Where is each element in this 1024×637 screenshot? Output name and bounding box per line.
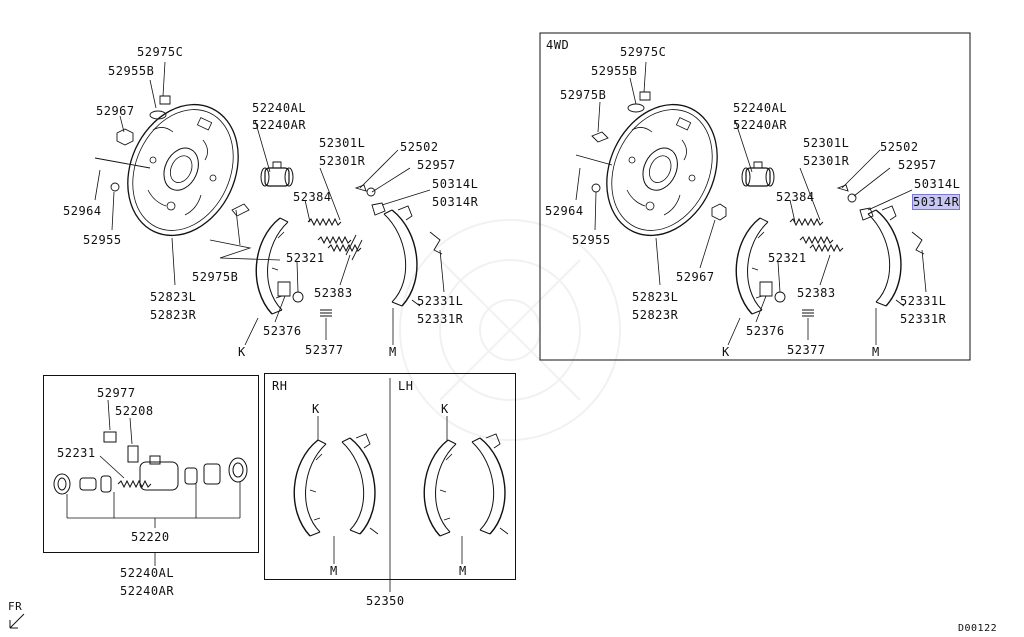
part-label[interactable]: 52823R [150,308,197,322]
part-label[interactable]: 52975C [137,45,184,59]
part-label[interactable]: 52964 [545,204,584,218]
shoe-leader-lines [318,416,462,592]
part-label[interactable]: M [389,345,397,359]
part-label[interactable]: 52823L [150,290,197,304]
part-label[interactable]: K [722,345,730,359]
part-label[interactable]: 52240AL [120,566,175,580]
part-label[interactable]: 52321 [286,251,325,265]
part-label[interactable]: 52350 [366,594,405,608]
part-label[interactable]: 52376 [746,324,785,338]
part-label[interactable]: 52377 [787,343,826,357]
part-label[interactable]: 52240AL [733,101,788,115]
shoe-set-box [264,373,516,580]
part-label[interactable]: 52240AR [252,118,307,132]
cylinder-leader-lines [67,400,240,566]
part-label[interactable]: 52384 [293,190,332,204]
right-leader-lines [576,62,926,345]
cylinder-exploded-parts [54,432,247,494]
part-label[interactable]: 52977 [97,386,136,400]
part-label[interactable]: M [330,564,338,578]
part-label[interactable]: 52301L [803,136,850,150]
part-label[interactable]: 52823L [632,290,679,304]
part-label[interactable]: 52502 [400,140,439,154]
part-label[interactable]: 52957 [898,158,937,172]
part-label[interactable]: 52967 [676,270,715,284]
part-label[interactable]: 52377 [305,343,344,357]
part-label[interactable]: 52376 [263,324,302,338]
part-label[interactable]: 52823R [632,308,679,322]
part-label[interactable]: 52502 [880,140,919,154]
left-small-parts [95,96,442,316]
part-label[interactable]: K [441,402,449,416]
part-label[interactable]: 52957 [417,158,456,172]
part-label[interactable]: 52955B [591,64,638,78]
part-label[interactable]: 52321 [768,251,807,265]
part-label[interactable]: 52975B [560,88,607,102]
rh-label: RH [272,379,288,393]
part-label[interactable]: 52331L [900,294,947,308]
part-label[interactable]: K [312,402,320,416]
part-label[interactable]: 52208 [115,404,154,418]
left-wheel-cylinder [260,161,294,187]
front-direction-arrow [10,614,24,628]
part-label[interactable]: 50314R [432,195,479,209]
lh-label: LH [398,379,414,393]
watermark-logo [400,220,620,440]
part-label[interactable]: 50314L [914,177,961,191]
left-shoe-m [383,205,421,307]
wheel-cylinder-box [43,375,259,553]
part-label[interactable]: 52301L [319,136,366,150]
part-label[interactable]: 52955 [83,233,122,247]
part-label[interactable]: 52955B [108,64,155,78]
right-shoe-m [867,205,905,307]
part-label[interactable]: 52955 [572,233,611,247]
front-label: FR [8,600,23,613]
part-label[interactable]: 50314L [432,177,479,191]
part-label[interactable]: 52301R [319,154,366,168]
part-label[interactable]: 52383 [314,286,353,300]
part-label[interactable]: 52240AR [120,584,175,598]
part-label[interactable]: 52231 [57,446,96,460]
part-label[interactable]: K [238,345,246,359]
part-label[interactable]: 52331L [417,294,464,308]
right-springs [789,218,844,252]
right-wheel-cylinder [741,161,775,187]
part-label[interactable]: M [872,345,880,359]
part-label[interactable]: 52220 [131,530,170,544]
4wd-frame [540,33,970,360]
part-label-highlighted[interactable]: 50314R [911,194,961,210]
part-label[interactable]: 52964 [63,204,102,218]
left-springs [307,218,362,252]
part-label[interactable]: 52384 [776,190,815,204]
right-backing-plate [585,85,739,255]
4wd-header: 4WD [546,38,570,52]
left-leader-lines [95,62,444,345]
part-label[interactable]: 52331R [900,312,947,326]
part-label[interactable]: 52975C [620,45,667,59]
part-label[interactable]: 52240AL [252,101,307,115]
diagram-code: D00122 [958,623,998,634]
part-label[interactable]: 52967 [96,104,135,118]
part-label[interactable]: 52975B [192,270,239,284]
right-shoe-k [735,217,769,315]
part-label[interactable]: 52301R [803,154,850,168]
part-label[interactable]: M [459,564,467,578]
part-label[interactable]: 52383 [797,286,836,300]
part-label[interactable]: 52331R [417,312,464,326]
part-label[interactable]: 52240AR [733,118,788,132]
